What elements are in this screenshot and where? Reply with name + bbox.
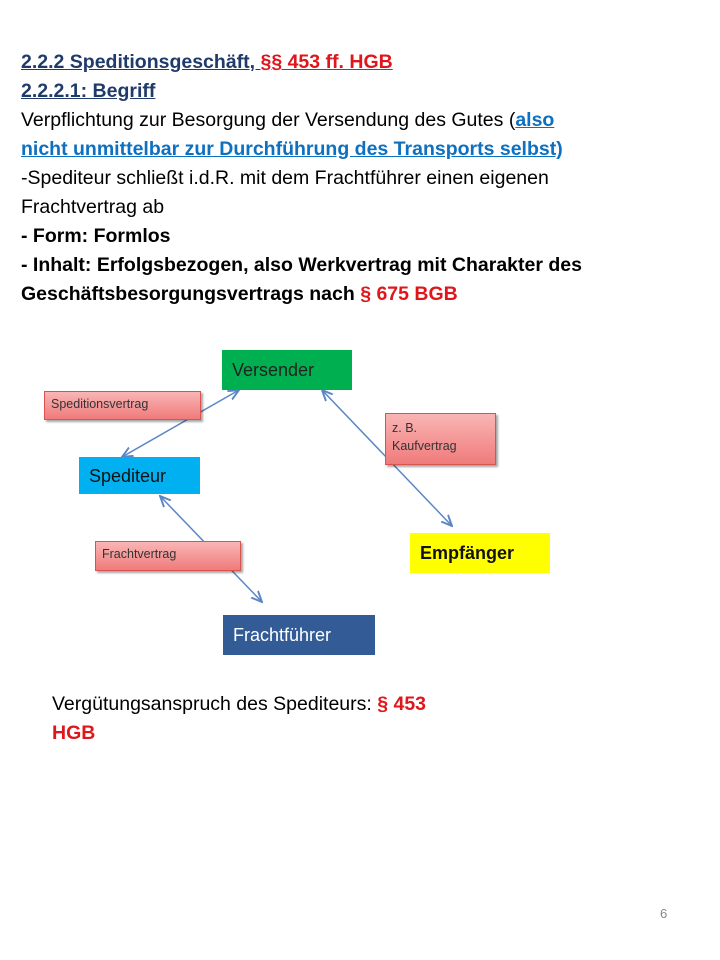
label-speditionsvertrag-text: Speditionsvertrag [51, 397, 149, 411]
body-line-4: Frachtvertrag ab [21, 196, 165, 218]
label-frachtvertrag-text: Frachtvertrag [102, 547, 177, 561]
body-line-7-law-ref: § 675 BGB [360, 283, 458, 305]
label-kaufvertrag-line-2: Kaufvertrag [392, 439, 457, 453]
heading-line: 2.2.2 Speditionsgeschäft, §§ 453 ff. HGB [21, 48, 711, 77]
footer-line-1-text: Vergütungsanspruch des Spediteurs: [52, 693, 378, 715]
body-line-7: Geschäftsbesorgungsvertrags nach § 675 B… [21, 280, 711, 309]
label-speditionsvertrag: Speditionsvertrag [44, 391, 201, 420]
heading-law-ref: §§ 453 ff. HGB [260, 51, 393, 73]
arrow-versender-spediteur [122, 390, 239, 457]
body-line-2: nicht unmittelbar zur Durchführung des T… [21, 138, 563, 160]
node-versender-label: Versender [232, 360, 315, 380]
node-spediteur: Spediteur [79, 457, 200, 494]
label-kaufvertrag-line-1: z. B. [392, 421, 418, 435]
slide-text: 2.2.2 Speditionsgeschäft, §§ 453 ff. HGB… [21, 48, 711, 309]
heading-title: 2.2.2 Speditionsgeschäft, [21, 51, 261, 73]
page-number: 6 [660, 906, 668, 921]
node-versender: Versender [222, 350, 352, 390]
node-spediteur-label: Spediteur [89, 465, 167, 486]
node-frachtfuehrer: Frachtführer [223, 615, 375, 655]
body-line-1-emphasis: also [515, 109, 555, 131]
label-frachtvertrag: Frachtvertrag [95, 541, 241, 571]
body-line-3: -Spediteur schließt i.d.R. mit dem Frach… [21, 167, 549, 189]
body-line-5: - Form: Formlos [21, 225, 171, 247]
node-frachtfuehrer-label: Frachtführer [233, 625, 332, 645]
footer-note: Vergütungsanspruch des Spediteurs: § 453… [52, 690, 426, 748]
body-line-1-text: Verpflichtung zur Besorgung der Versendu… [21, 109, 516, 131]
body-line-1: Verpflichtung zur Besorgung der Versendu… [21, 106, 711, 135]
node-empfaenger-label: Empfänger [420, 543, 515, 563]
body-line-7-text: Geschäftsbesorgungsvertrags nach [21, 283, 361, 305]
node-empfaenger: Empfänger [410, 533, 550, 573]
label-kaufvertrag: z. B. Kaufvertrag [385, 413, 496, 465]
body-line-6: - Inhalt: Erfolgsbezogen, also Werkvertr… [21, 254, 582, 276]
footer-line-1-law-ref: § 453 [377, 693, 427, 715]
footer-line-1: Vergütungsanspruch des Spediteurs: § 453 [52, 690, 426, 719]
footer-line-2: HGB [52, 722, 96, 744]
subheading: 2.2.2.1: Begriff [21, 80, 156, 102]
